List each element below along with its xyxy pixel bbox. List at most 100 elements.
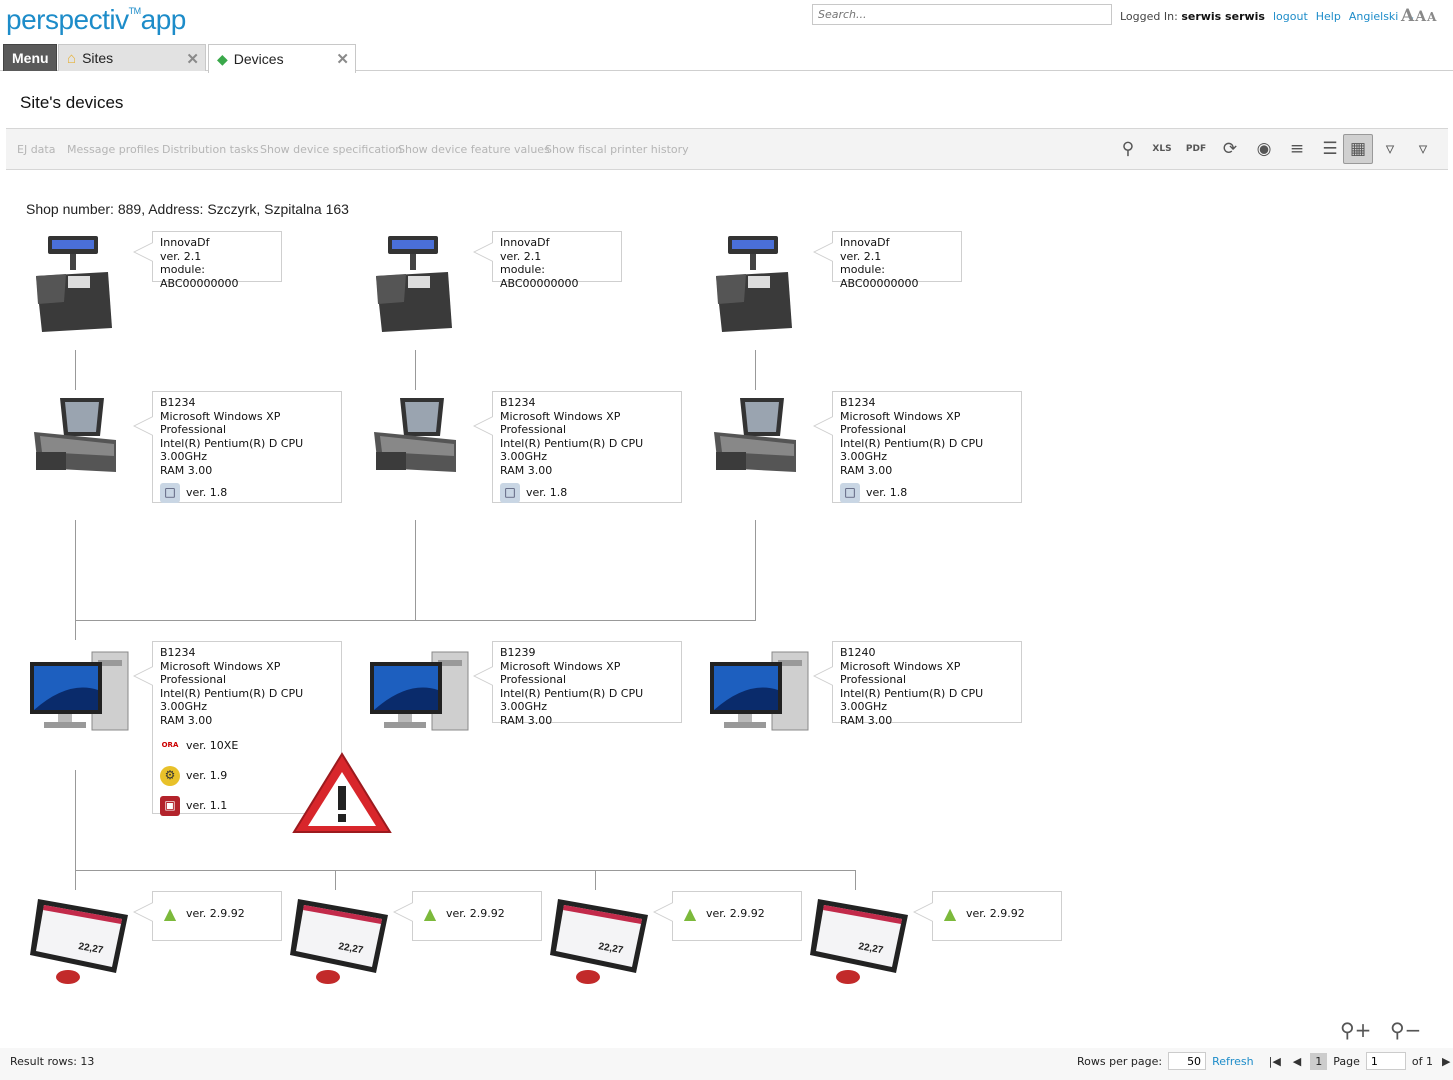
pos-ram: RAM 3.00 [840, 463, 893, 477]
close-icon[interactable]: ✕ [336, 51, 349, 68]
search-icon[interactable]: ⚲ [1121, 139, 1135, 159]
xls-export-icon[interactable]: XLS [1152, 144, 1172, 154]
handheld-terminal-image[interactable]: 22,27 [288, 893, 392, 989]
pos-terminal-image[interactable] [710, 392, 800, 480]
logout-link[interactable]: logout [1272, 10, 1308, 23]
pos-terminal-image[interactable] [370, 392, 460, 480]
terminal-info: ▲ver. 2.9.92 [653, 891, 802, 941]
connector-line [335, 870, 336, 890]
warning-icon[interactable] [292, 752, 392, 834]
connector-line [75, 870, 856, 871]
grid-view-icon[interactable]: ▦ [1343, 134, 1373, 164]
tab-sites[interactable]: ⌂ Sites ✕ [58, 44, 206, 71]
zoom-out-icon[interactable]: ⚲− [1390, 1018, 1422, 1042]
search-input[interactable] [812, 4, 1112, 25]
connector-line [415, 350, 416, 390]
font-small-button[interactable]: A [1427, 10, 1437, 24]
pos-cpu: Intel(R) Pentium(R) D CPU [500, 436, 644, 450]
eye-icon[interactable]: ◉ [1256, 139, 1272, 159]
server-cpu-speed: 3.00GHz [160, 700, 208, 713]
page-count: of 1 [1411, 1054, 1433, 1068]
tab-menu[interactable]: Menu [3, 44, 57, 71]
connector-line [755, 520, 756, 620]
printer-version: ver. 2.1 [500, 249, 542, 263]
zoom-in-icon[interactable]: ⚲+ [1340, 1018, 1372, 1042]
page-label: Page [1333, 1054, 1360, 1068]
status-bar [0, 1048, 1453, 1080]
terminal-price: 22,27 [77, 941, 104, 956]
list-view-icon[interactable]: ≡ [1289, 139, 1305, 159]
server-pc-image[interactable] [28, 650, 132, 734]
printer-version: ver. 2.1 [840, 249, 882, 263]
cart-icon: ▣ [160, 796, 180, 816]
terminal-info: ▲ver. 2.9.92 [913, 891, 1062, 941]
pos-app-icon: □ [500, 483, 520, 503]
page-input[interactable] [1365, 1052, 1406, 1070]
result-rows: Result rows: 13 [10, 1055, 95, 1068]
message-profiles-button[interactable]: Message profiles [67, 143, 160, 156]
fiscal-printer-history-button[interactable]: Show fiscal printer history [545, 143, 689, 156]
chevron-down-icon[interactable]: ⌄ [1406, 10, 1416, 23]
language-select[interactable]: Angielski [1348, 10, 1399, 23]
font-mid-button[interactable]: A [1415, 9, 1427, 25]
tab-sites-label: Sites [82, 50, 114, 66]
fiscal-printer-image[interactable] [28, 232, 118, 336]
font-large-button[interactable]: A [1401, 6, 1415, 26]
server-id: B1234 [160, 646, 196, 659]
server-id: B1240 [840, 646, 876, 659]
server-pc-image[interactable] [708, 650, 812, 734]
help-link[interactable]: Help [1315, 10, 1341, 23]
terminal-price: 22,27 [337, 941, 364, 956]
filter-icon[interactable]: ▿ [1418, 139, 1428, 159]
first-page-icon[interactable]: |◀ [1268, 1054, 1281, 1068]
pos-ram: RAM 3.00 [160, 463, 213, 477]
user-name: serwis serwis [1181, 10, 1265, 23]
handheld-terminal-image[interactable]: 22,27 [548, 893, 652, 989]
printer-module: module: ABC00000000 [500, 263, 579, 290]
refresh-link[interactable]: Refresh [1212, 1054, 1254, 1068]
pos-app-icon: □ [840, 483, 860, 503]
connector-line [75, 350, 76, 390]
terminal-info: ▲ver. 2.9.92 [393, 891, 542, 941]
pdf-export-icon[interactable]: PDF [1185, 144, 1207, 154]
handheld-terminal-image[interactable]: 22,27 [808, 893, 912, 989]
lines-view-icon[interactable]: ☰ [1322, 139, 1338, 159]
pos-app-icon: □ [160, 483, 180, 503]
software-version: ver. 1.9 [186, 769, 228, 783]
device-feature-values-button[interactable]: Show device feature values [398, 143, 550, 156]
device-specification-button[interactable]: Show device specification [260, 143, 403, 156]
home-icon: ⌂ [67, 49, 77, 67]
server-os: Microsoft Windows XP Professional [500, 659, 621, 687]
tab-devices[interactable]: ◆ Devices ✕ [208, 44, 356, 73]
rows-per-page-input[interactable] [1168, 1052, 1207, 1070]
current-page-button[interactable]: 1 [1310, 1052, 1328, 1070]
oracle-icon: ORA [161, 741, 179, 750]
refresh-icon[interactable]: ⟳ [1222, 139, 1238, 159]
software-version: ver. 1.8 [526, 486, 568, 500]
filter-add-icon[interactable]: ▿ [1385, 139, 1395, 159]
fiscal-printer-image[interactable] [708, 232, 798, 336]
printer-name: InnovaDf [840, 236, 890, 249]
close-icon[interactable]: ✕ [186, 51, 199, 68]
next-page-icon[interactable]: ▶ [1442, 1054, 1451, 1068]
handheld-terminal-image[interactable]: 22,27 [28, 893, 132, 989]
pos-terminal-image[interactable] [30, 392, 120, 480]
software-version: ver. 2.9.92 [966, 907, 1025, 921]
pos-cpu-speed: 3.00GHz [160, 450, 208, 463]
distribution-tasks-button[interactable]: Distribution tasks [162, 143, 259, 156]
android-icon: ▲ [163, 904, 177, 924]
fiscal-printer-image[interactable] [368, 232, 458, 336]
connector-line [75, 620, 756, 621]
terminal-info: ▲ver. 2.9.92 [133, 891, 282, 941]
pos-id: B1234 [500, 396, 536, 409]
ej-data-button[interactable]: EJ data [17, 143, 56, 156]
font-size-switcher: AAA [1401, 6, 1436, 26]
server-pc-image[interactable] [368, 650, 472, 734]
prev-page-icon[interactable]: ◀ [1292, 1054, 1302, 1068]
terminal-price: 22,27 [597, 941, 624, 956]
connector-line [75, 770, 76, 890]
